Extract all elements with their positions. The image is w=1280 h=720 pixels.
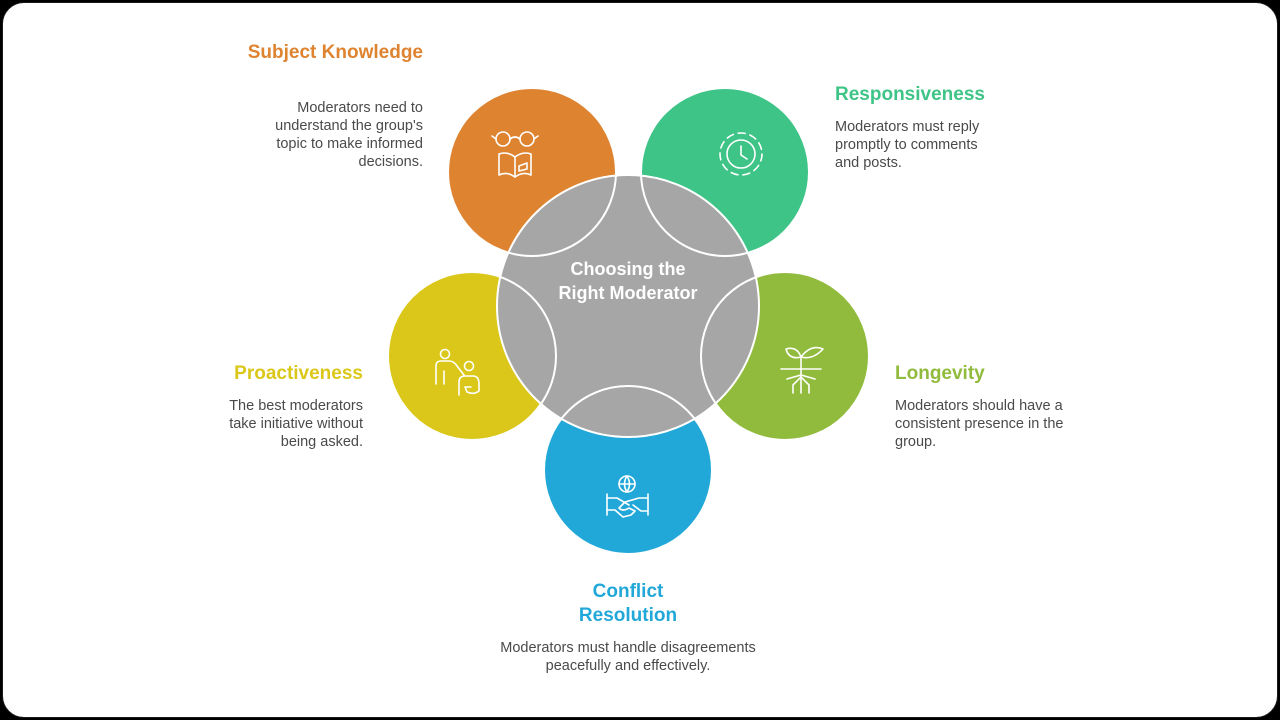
proactiveness-desc: The best moderators take initiative with… [229, 398, 363, 450]
handshake-globe-icon [606, 475, 649, 518]
conflict-resolution-title: Conflict Resolution [578, 581, 678, 626]
clock-icon [719, 132, 763, 176]
longevity-title: Longevity [895, 363, 985, 384]
responsiveness-desc: Moderators must reply promptly to commen… [835, 119, 980, 171]
subject-knowledge-title: Subject Knowledge [247, 42, 423, 63]
proactiveness-title: Proactiveness [234, 363, 363, 384]
venn-diagram [387, 87, 870, 555]
conflict-resolution-desc: Moderators must handle disagreements pea… [500, 640, 756, 674]
responsiveness-title: Responsiveness [835, 84, 985, 105]
reading-glasses-book-icon [491, 131, 539, 178]
subject-knowledge-desc: Moderators need to understand the group'… [275, 100, 423, 170]
helping-person-icon [435, 348, 480, 396]
center-title: Choosing the Right Moderator [558, 259, 698, 303]
longevity-desc: Moderators should have a consistent pres… [895, 398, 1064, 450]
center-circle [497, 175, 759, 437]
sprout-icon [780, 346, 824, 394]
